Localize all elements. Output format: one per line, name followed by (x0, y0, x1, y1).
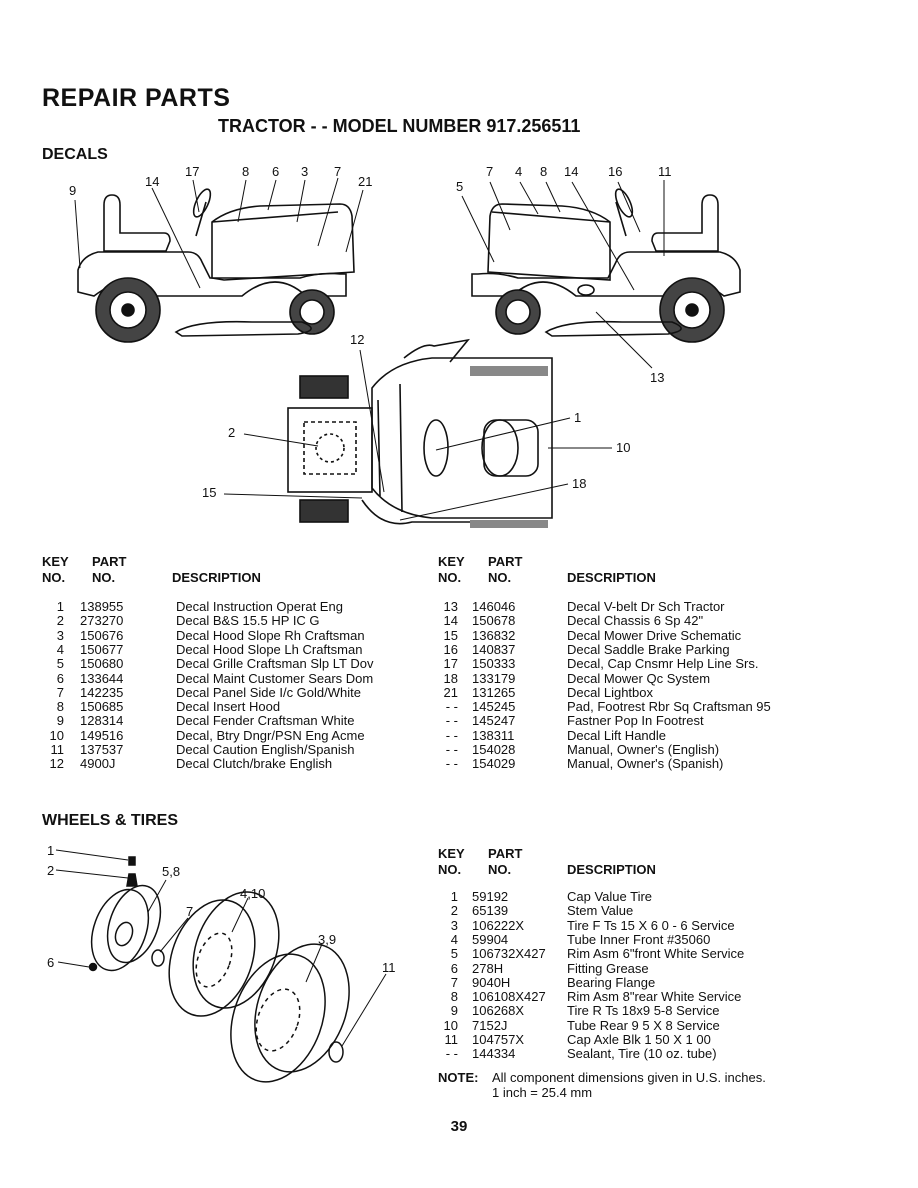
callout-label: 16 (608, 164, 623, 179)
callout-label: 18 (572, 476, 587, 491)
callout-label: 11 (382, 960, 396, 975)
decals-diagram (74, 177, 741, 528)
callout-label: 5,8 (162, 864, 181, 879)
callout-label: 7 (486, 164, 494, 179)
key-header: KEY (438, 846, 465, 861)
top-view-leader-lines (223, 349, 612, 521)
callout-label: 4 (515, 164, 523, 179)
note-text: All component dimensions given in U.S. i… (492, 1070, 766, 1085)
callout-label: 4,10 (240, 886, 266, 901)
callout-label: 12 (350, 332, 365, 347)
callout-label: 7 (334, 164, 342, 179)
callout-label: 8 (540, 164, 548, 179)
key-header: KEY (42, 554, 69, 569)
left-tractor-illustration (77, 188, 355, 343)
part-no-header: NO. (488, 570, 512, 585)
part-header: PART (488, 554, 523, 569)
callout-label: 1 (47, 843, 55, 858)
key-no-header: NO. (438, 862, 462, 877)
page-subtitle: TRACTOR - - MODEL NUMBER 917.256511 (218, 116, 581, 136)
part-header: PART (488, 846, 523, 861)
callout-label: 6 (47, 955, 55, 970)
callout-label: 11 (658, 164, 672, 179)
callout-label: 5 (456, 179, 464, 194)
part-no-header: NO. (92, 570, 116, 585)
callout-label: 21 (358, 174, 373, 189)
page-title: REPAIR PARTS (42, 84, 231, 112)
right-tractor-illustration (471, 188, 741, 343)
callout-label: 9 (69, 183, 77, 198)
callout-label: 17 (185, 164, 200, 179)
callout-label: 7 (186, 904, 194, 919)
callout-label: 15 (202, 485, 217, 500)
decals-heading: DECALS (42, 146, 108, 163)
callout-label: 6 (272, 164, 280, 179)
key-no-header: NO. (438, 570, 462, 585)
part-no-header: NO. (488, 862, 512, 877)
callout-label: 10 (616, 440, 631, 455)
wheels-heading: WHEELS & TIRES (42, 812, 179, 829)
top-view-illustration (287, 338, 553, 528)
callout-label: 8 (242, 164, 250, 179)
description-header: DESCRIPTION (567, 570, 656, 585)
callout-label: 2 (47, 863, 55, 878)
page-number: 39 (450, 1118, 468, 1135)
callout-label: 3,9 (318, 932, 337, 947)
callout-label: 3 (301, 164, 309, 179)
key-header: KEY (438, 554, 465, 569)
part-header: PART (92, 554, 127, 569)
note-conversion: 1 inch = 25.4 mm (492, 1085, 593, 1100)
callout-label: 2 (228, 425, 236, 440)
callout-label: 14 (564, 164, 579, 179)
callout-label: 14 (145, 174, 160, 189)
description-header: DESCRIPTION (567, 862, 656, 877)
callout-label: 13 (650, 370, 665, 385)
description-header: DESCRIPTION (172, 570, 261, 585)
callout-label: 1 (574, 410, 582, 425)
key-no-header: NO. (42, 570, 66, 585)
right-leader-lines (461, 180, 665, 369)
note-label: NOTE: (438, 1070, 479, 1085)
left-leader-lines (74, 177, 364, 289)
